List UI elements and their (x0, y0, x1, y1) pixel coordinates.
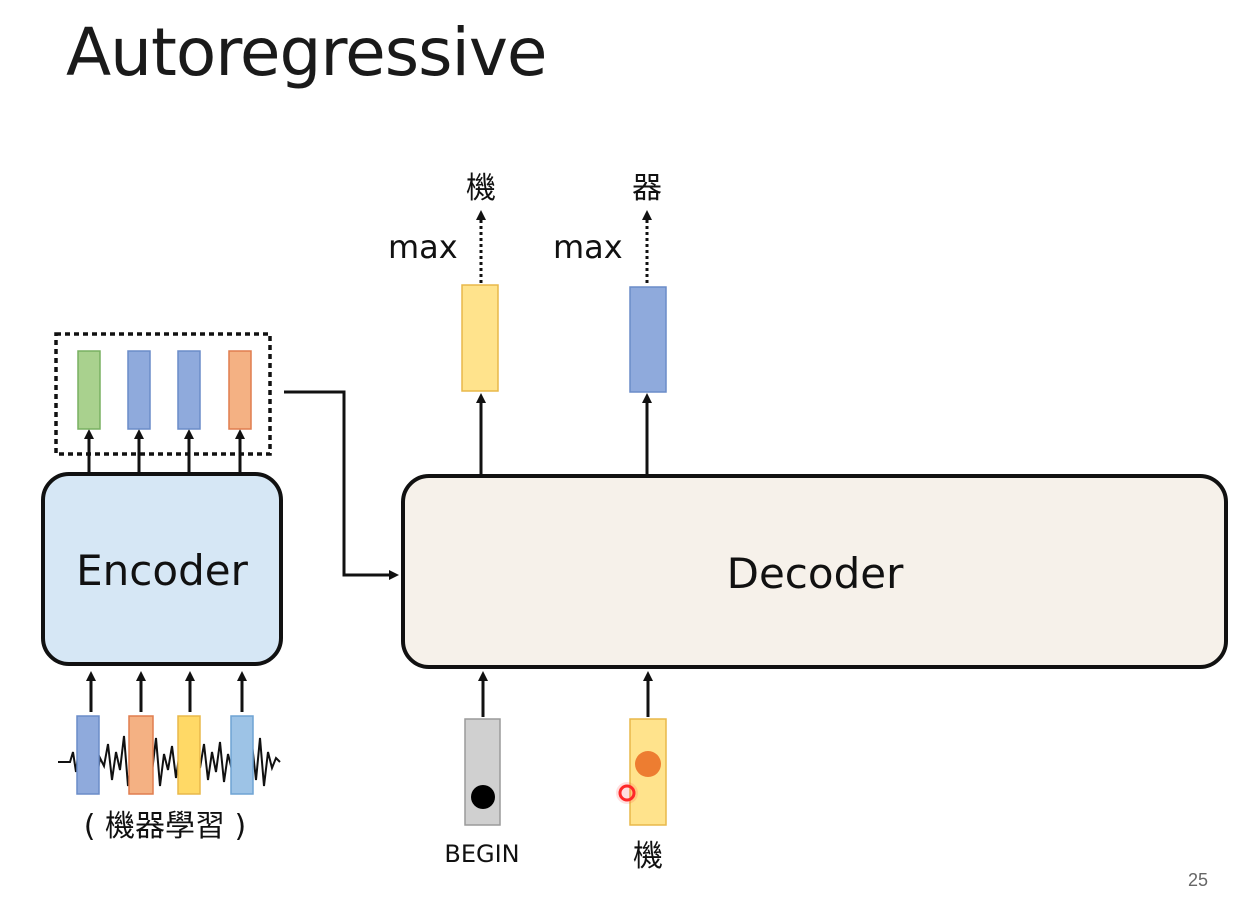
decoder-output-vector-1 (461, 284, 499, 392)
laser-pointer-icon (616, 782, 638, 804)
encoder-to-decoder-arrow (284, 390, 399, 580)
decoder-label: Decoder (727, 549, 904, 598)
decoder-output-arrows (476, 393, 652, 474)
output-token-1: 機 (466, 171, 496, 206)
decoder-input-arrows (478, 671, 653, 717)
encoder-output-group (54, 332, 272, 456)
encoder-output-vectors (77, 350, 252, 430)
input-token-2: 機 (633, 839, 663, 874)
encoder-output-arrows (84, 429, 245, 474)
output-vector-4 (228, 350, 252, 430)
max-label-2: max (553, 228, 623, 266)
one-hot-dot-2 (635, 751, 661, 777)
input-vector-4 (230, 715, 254, 795)
input-vector-3 (177, 715, 201, 795)
output-vector-3 (177, 350, 201, 430)
output-token-2: 器 (632, 171, 662, 206)
encoder-label: Encoder (76, 546, 248, 595)
page-number: 25 (1188, 870, 1209, 890)
decoder-output-vector-2 (629, 286, 667, 393)
output-vector-1 (77, 350, 101, 430)
input-vector-2 (128, 715, 154, 795)
output-vector-2 (127, 350, 151, 430)
encoder-input-arrows (86, 671, 247, 712)
encoder-input-vectors (76, 715, 254, 795)
decoder-block (401, 474, 1228, 669)
max-label-1: max (388, 228, 458, 266)
begin-label: BEGIN (444, 840, 519, 868)
begin-vector (464, 718, 501, 826)
input-vector-1 (76, 715, 100, 795)
begin-one-hot-dot (471, 785, 495, 809)
slide-title: Autoregressive (66, 14, 547, 91)
encoder-block (41, 472, 283, 666)
encoder-input-caption: ( 機器學習 ) (84, 809, 246, 844)
max-arrows (476, 210, 652, 283)
